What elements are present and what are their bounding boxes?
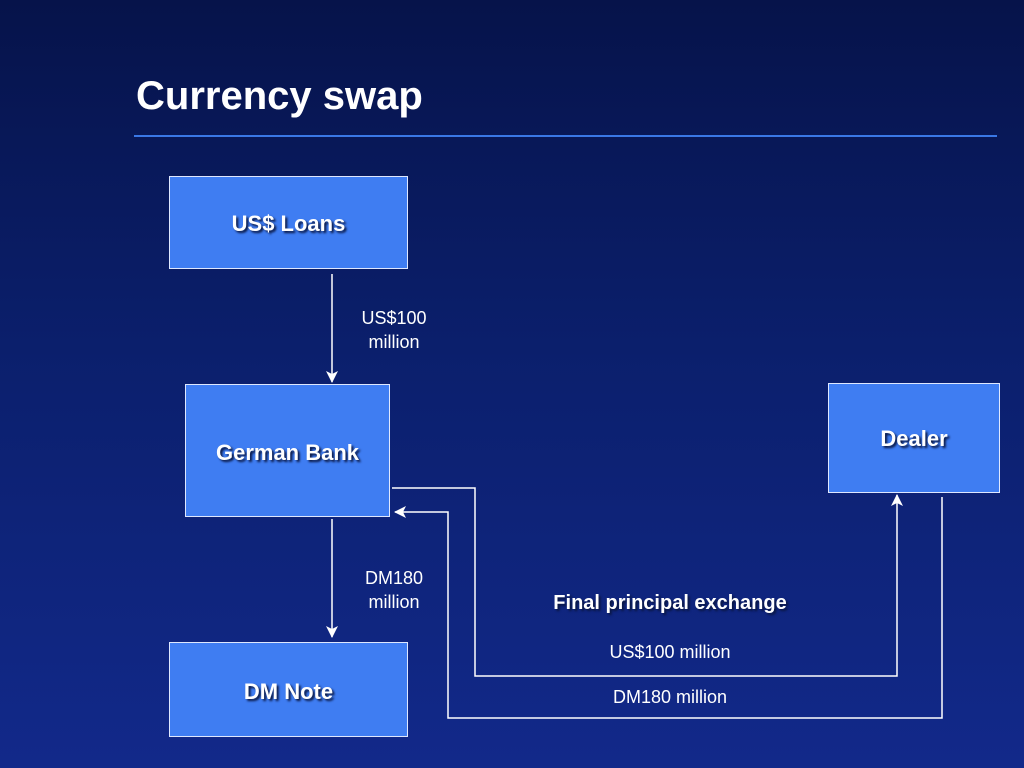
slide-title: Currency swap (136, 74, 423, 118)
us-loans-box: US$ Loans (169, 176, 408, 269)
title-divider (134, 135, 997, 137)
bank-to-note-amount: DM180 million (364, 568, 424, 612)
dealer-to-bank-amount: DM180 million (612, 687, 728, 707)
us-loans-label: US$ Loans (231, 211, 346, 236)
dm-note-box: DM Note (169, 642, 408, 737)
german-bank-box: German Bank (185, 384, 390, 517)
bank-to-dealer-amount: US$100 million (609, 642, 731, 662)
dealer-box: Dealer (828, 383, 1000, 493)
loans-to-bank-amount: US$100 million (361, 308, 427, 352)
german-bank-label: German Bank (215, 440, 360, 465)
dealer-label: Dealer (880, 426, 948, 451)
final-exchange-heading: Final principal exchange (553, 592, 787, 614)
dm-note-label: DM Note (243, 679, 334, 704)
